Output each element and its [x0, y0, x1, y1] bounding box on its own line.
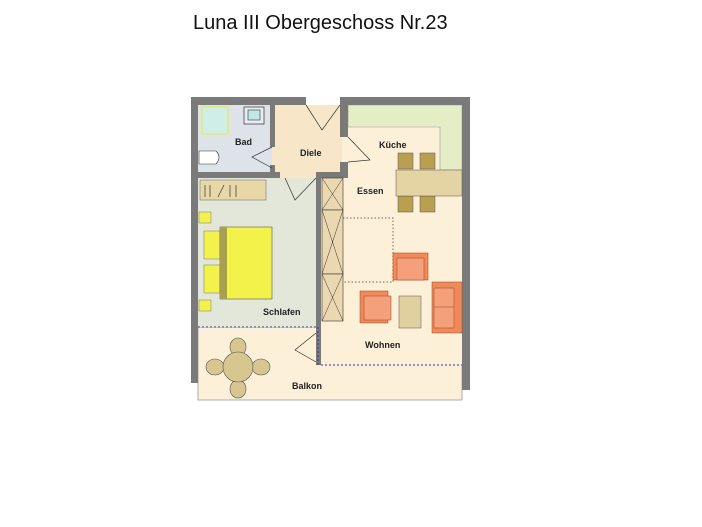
chair [397, 152, 414, 170]
balcony-table-set [205, 337, 271, 399]
room-label-kueche: Küche [379, 140, 407, 150]
shower-tray [201, 106, 229, 135]
toilet [198, 150, 220, 165]
pillow [203, 230, 221, 260]
room-label-schlafen: Schlafen [263, 307, 301, 317]
chair [419, 195, 436, 213]
bed [219, 226, 273, 300]
wardrobe [199, 179, 267, 201]
coffee-table [398, 295, 422, 329]
chair [397, 195, 414, 213]
walls [191, 97, 470, 390]
room-label-balkon: Balkon [292, 381, 322, 391]
hall-floor [272, 105, 342, 178]
doors [251, 104, 371, 363]
room-label-essen: Essen [357, 186, 384, 196]
plan-title: Luna III Obergeschoss Nr.23 [193, 12, 448, 34]
room-label-wohnen: Wohnen [365, 340, 400, 350]
nightstand [198, 299, 212, 312]
nightstand [198, 211, 212, 224]
pillow [203, 264, 221, 294]
dining-table [395, 169, 463, 197]
chair [419, 152, 436, 170]
room-label-diele: Diele [300, 148, 322, 158]
builtin-cupboards [321, 177, 344, 322]
room-label-bad: Bad [235, 137, 252, 147]
